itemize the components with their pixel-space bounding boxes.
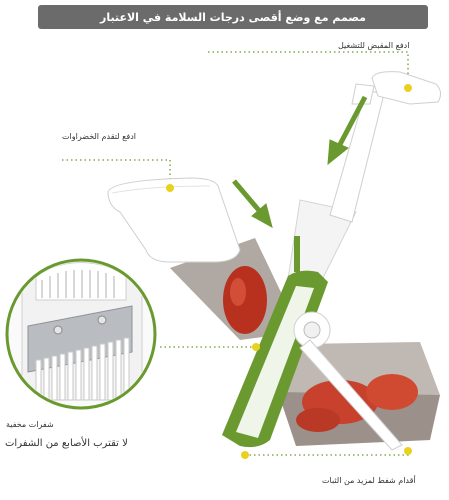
callout-push-vegetables: ادفع لتقدم الخضراوات [62,132,137,141]
banner-title: مصمم مع وضع أقصى درجات السلامة في الاعتب… [100,10,366,24]
collection-tray [278,342,440,446]
callout-fingers-away: لا تقترب الأصابع من الشفرات [5,438,128,449]
safety-banner: مصمم مع وضع أقصى درجات السلامة في الاعتب… [38,5,428,29]
magnifier-circle-icon [5,258,157,410]
callout-push-handle: ادفع المقبض للتشغيل [338,41,410,50]
vegetable-chute [170,238,300,340]
arrow-down-left-icon [327,95,368,166]
callout-dots [166,84,412,459]
callout-hidden-blades: شفرات مخفية [6,420,54,429]
arrow-down-right-icon [232,179,273,228]
food-pusher [107,177,241,263]
slicer-frame [222,199,403,451]
plunger-handle [329,71,442,223]
callout-suction-feet: أقدام شفط لمزيد من الثبات [322,476,416,485]
